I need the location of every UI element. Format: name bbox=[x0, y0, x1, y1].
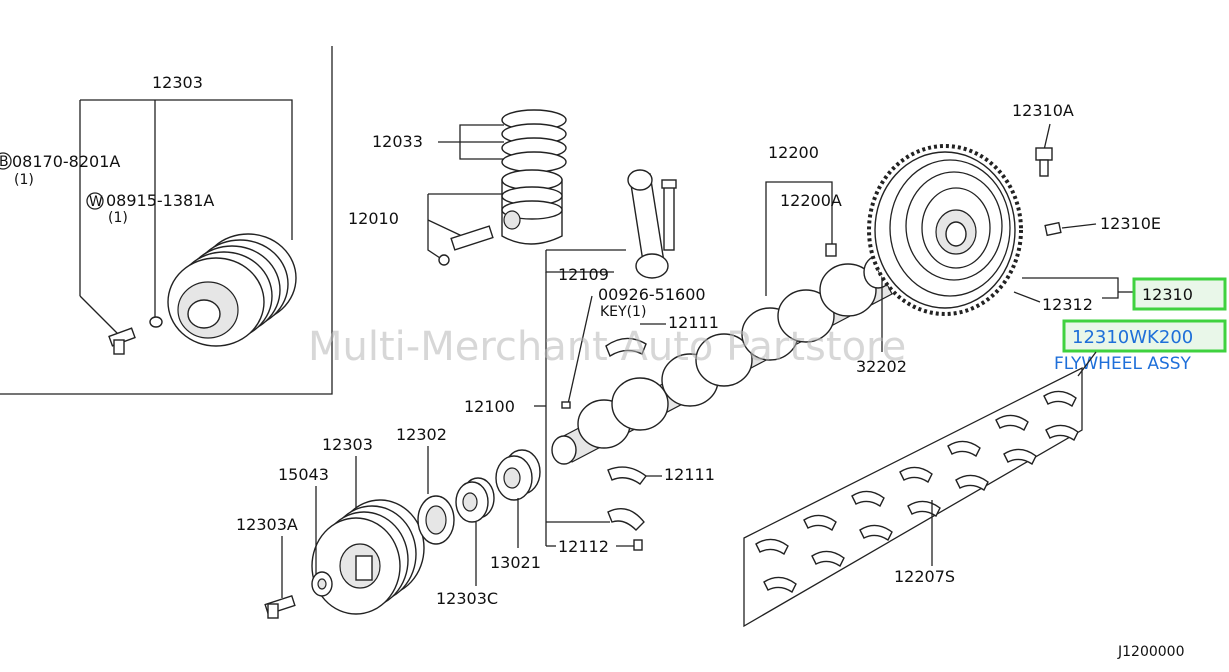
inset-pulley bbox=[167, 233, 297, 347]
highlight-full-part-number[interactable]: 12310WK200 bbox=[1072, 327, 1193, 348]
bolt-marker: B bbox=[0, 154, 9, 170]
label-12312: 12312 bbox=[1042, 295, 1093, 314]
inset-bolt-qty: (1) bbox=[14, 172, 34, 188]
flywheel bbox=[867, 144, 1023, 316]
label-12310e: 12310E bbox=[1100, 214, 1161, 233]
label-12200: 12200 bbox=[768, 143, 819, 162]
label-key-text: KEY(1) bbox=[600, 304, 646, 320]
label-15043: 15043 bbox=[278, 465, 329, 484]
bolt-marker-icon bbox=[0, 152, 12, 170]
watermark: Multi-Merchant Auto Partstore bbox=[308, 324, 906, 370]
inset-bolt-ref: 08170-8201A bbox=[12, 152, 120, 171]
washer-marker-icon bbox=[86, 192, 104, 210]
lower-pulley bbox=[311, 499, 425, 615]
label-12310a: 12310A bbox=[1012, 101, 1074, 120]
label-12010: 12010 bbox=[348, 209, 399, 228]
highlight-description: FLYWHEEL ASSY bbox=[1054, 354, 1192, 374]
label-12111-upper: 12111 bbox=[668, 313, 719, 332]
label-12111-lower: 12111 bbox=[664, 465, 715, 484]
main-bearing-set bbox=[743, 366, 1083, 628]
label-12100: 12100 bbox=[464, 397, 515, 416]
washer-marker: W bbox=[89, 194, 103, 210]
inset-panel: 12303 B 08170-8201A (1) W 08915-1381A (1… bbox=[0, 46, 333, 395]
label-32202: 32202 bbox=[856, 357, 907, 376]
label-key-ref: 00926-51600 bbox=[598, 285, 706, 304]
bearing-upper bbox=[605, 337, 647, 358]
inset-washer-ref: 08915-1381A bbox=[106, 191, 214, 210]
label-12200a: 12200A bbox=[780, 191, 842, 210]
inset-washer-qty: (1) bbox=[108, 210, 128, 226]
highlight-box-12310[interactable] bbox=[1132, 277, 1227, 311]
label-12112: 12112 bbox=[558, 537, 609, 556]
inset-bolt bbox=[108, 327, 136, 355]
inset-washer bbox=[149, 316, 163, 328]
timing-sprocket bbox=[495, 449, 541, 501]
piston-group: 12033 12010 bbox=[348, 109, 567, 266]
inset-border bbox=[0, 46, 333, 395]
label-13021: 13021 bbox=[490, 553, 541, 572]
highlight-box-full-part[interactable] bbox=[1062, 319, 1227, 353]
label-12303a: 12303A bbox=[236, 515, 298, 534]
conrod-group: 12109 12100 12112 bbox=[464, 169, 677, 556]
label-12109: 12109 bbox=[558, 265, 609, 284]
label-12302: 12302 bbox=[396, 425, 447, 444]
crank-gear bbox=[455, 477, 495, 523]
label-12303c: 12303C bbox=[436, 589, 498, 608]
label-12207s: 12207S bbox=[894, 567, 955, 586]
crankshaft bbox=[551, 255, 893, 465]
label-12033: 12033 bbox=[372, 132, 423, 151]
highlight-part-number: 12310 bbox=[1142, 285, 1193, 304]
diagram-id: J1200000 bbox=[1117, 644, 1184, 660]
bearing-lower bbox=[607, 466, 647, 485]
label-12303-lower: 12303 bbox=[322, 435, 373, 454]
inset-label-12303: 12303 bbox=[152, 73, 203, 92]
